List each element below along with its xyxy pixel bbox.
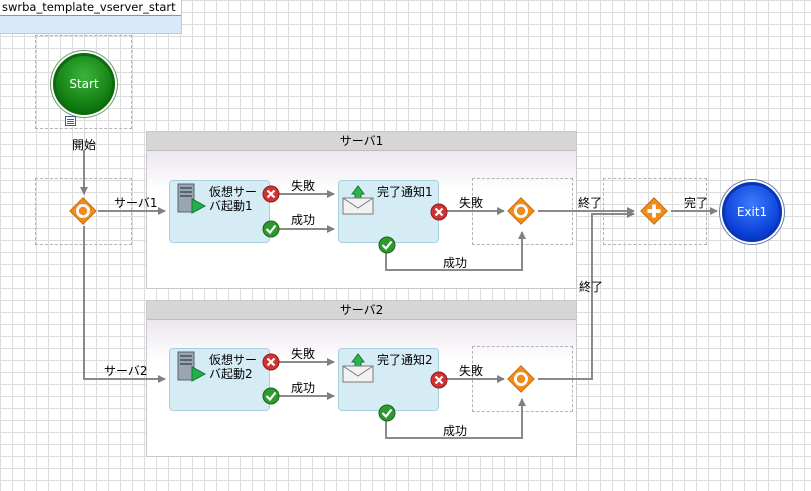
error-icon[interactable]	[430, 371, 448, 389]
task-vserver-start-2-line2: バ起動2	[209, 367, 253, 381]
diagram-tab-title: swrba_template_vserver_start	[0, 0, 181, 16]
lane1-merge-gateway[interactable]	[507, 197, 535, 225]
flow-label-fail-l1a: 失敗	[291, 179, 316, 193]
flow-label-success-l1a: 成功	[291, 213, 316, 227]
success-icon[interactable]	[262, 220, 280, 238]
lane2-merge-gateway[interactable]	[507, 365, 535, 393]
flow-label-server2: サーバ2	[104, 364, 148, 378]
lane-server2-title: サーバ2	[147, 301, 576, 320]
fork-gateway[interactable]	[69, 197, 97, 225]
start-event-node[interactable]: Start	[53, 53, 115, 115]
join-gateway[interactable]	[640, 197, 668, 225]
start-label: Start	[69, 77, 99, 91]
flow-label-fail-l2a: 失敗	[291, 347, 316, 361]
flow-label-success-l1b: 成功	[443, 256, 468, 270]
flow-label-fail-l1b: 失敗	[459, 196, 484, 210]
task-notify-1-label: 完了通知1	[377, 185, 433, 199]
diagram-tab[interactable]: swrba_template_vserver_start	[0, 0, 182, 34]
error-icon[interactable]	[262, 185, 280, 203]
start-group-frame	[35, 35, 132, 129]
flow-label-end-l2: 終了	[579, 280, 604, 294]
flow-label-success-l2b: 成功	[443, 424, 468, 438]
success-icon[interactable]	[378, 236, 396, 254]
exit-event-node[interactable]: Exit1	[722, 182, 782, 242]
server-icon	[177, 351, 207, 382]
task-vserver-start-1-line1: 仮想サー	[209, 185, 258, 199]
error-icon[interactable]	[262, 353, 280, 371]
envelope-icon	[342, 353, 374, 383]
flow-label-server1: サーバ1	[114, 196, 158, 210]
flow-label-end-l1: 終了	[578, 196, 603, 210]
task-vserver-start-2-line1: 仮想サー	[209, 353, 258, 367]
start-caption: 開始	[72, 138, 97, 152]
flow-label-success-l2a: 成功	[291, 381, 316, 395]
flow-label-fail-l2b: 失敗	[459, 364, 484, 378]
lane-server1-title: サーバ1	[147, 132, 576, 151]
document-icon[interactable]	[65, 116, 76, 126]
exit-label: Exit1	[736, 205, 768, 219]
task-notify-2-label: 完了通知2	[377, 353, 433, 367]
success-icon[interactable]	[262, 387, 280, 405]
error-icon[interactable]	[430, 203, 448, 221]
envelope-icon	[342, 185, 374, 215]
task-vserver-start-1-line2: バ起動1	[209, 199, 253, 213]
flow-label-complete: 完了	[684, 196, 709, 210]
server-icon	[177, 183, 207, 214]
success-icon[interactable]	[378, 404, 396, 422]
